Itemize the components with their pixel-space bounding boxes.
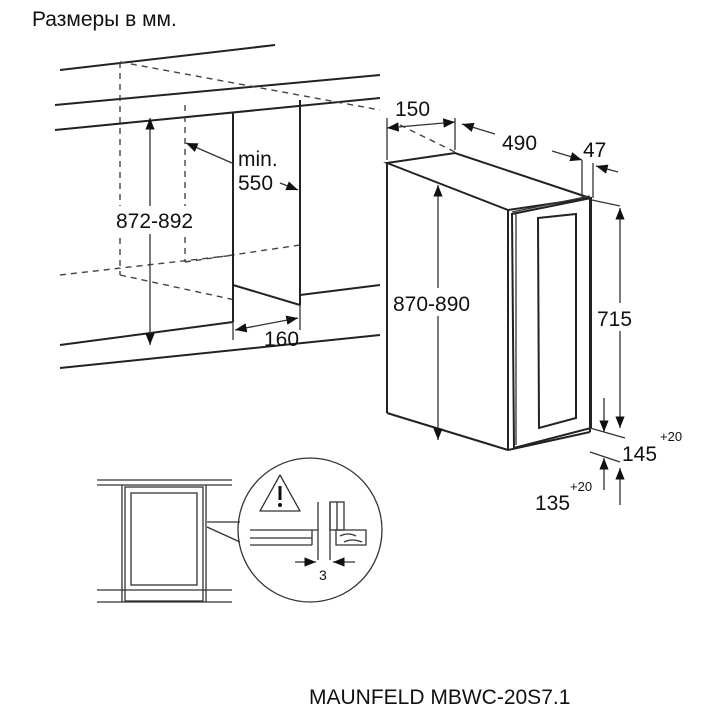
height-label: 870-890 xyxy=(393,293,470,316)
bottom-gap-label: 135 xyxy=(535,492,570,515)
door-height-label: 715 xyxy=(597,308,632,331)
offset-label: 150 xyxy=(395,98,430,121)
installation-detail xyxy=(97,457,383,603)
bottom-gap-tolerance: +20 xyxy=(570,479,592,494)
niche-drawing xyxy=(54,44,381,369)
min-depth-label-line2: 550 xyxy=(238,172,273,195)
offset-dimension xyxy=(386,118,456,132)
top-gap-tolerance: +20 xyxy=(660,429,682,444)
top-gap-label: 145 xyxy=(622,443,657,466)
model-caption: MAUNFELD MBWC-20S7.1 xyxy=(309,686,571,709)
min-depth-label-line1: min. xyxy=(238,148,278,171)
niche-height-label: 872-892 xyxy=(116,210,193,233)
gap-label: 3 xyxy=(319,567,327,583)
depth-label: 490 xyxy=(502,132,537,155)
door-depth-label: 47 xyxy=(583,139,606,162)
page-title: Размеры в мм. xyxy=(32,8,177,31)
side-dimension xyxy=(234,315,299,333)
side-label: 160 xyxy=(264,328,299,351)
